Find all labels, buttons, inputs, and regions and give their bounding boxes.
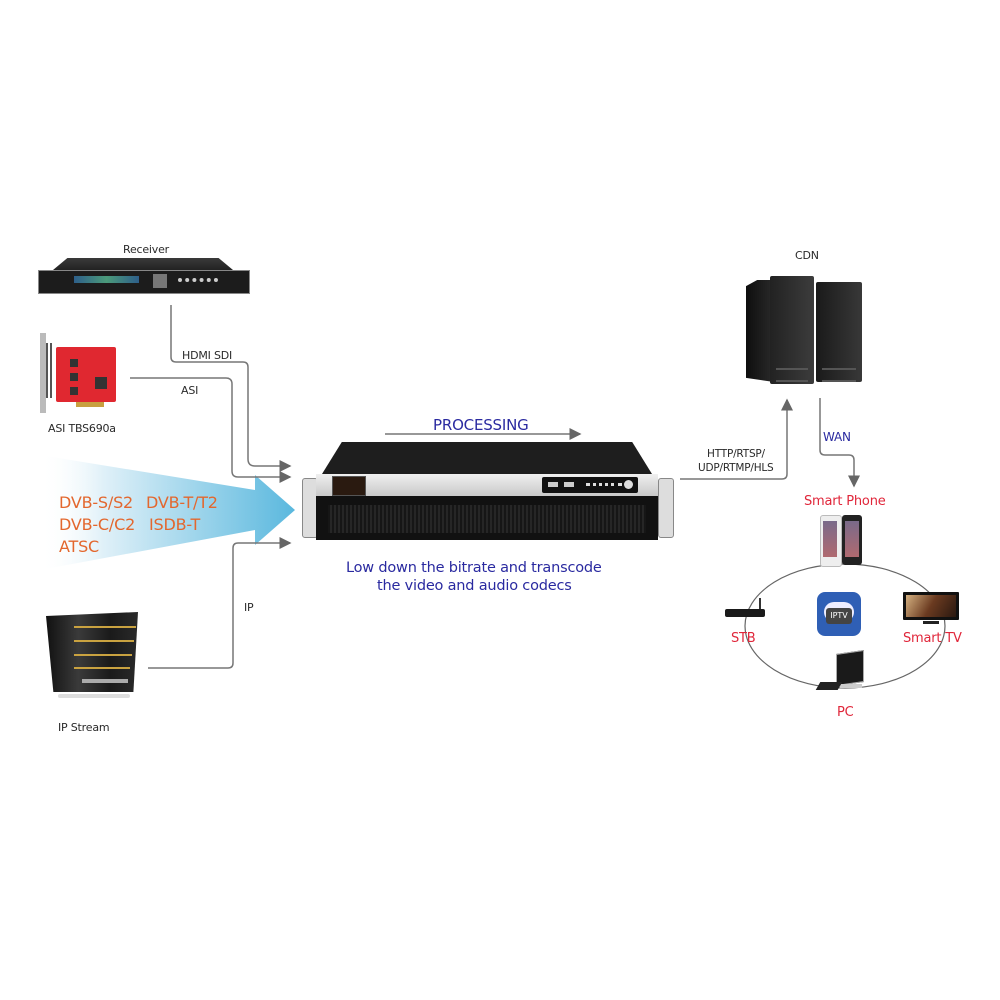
pc-device [815, 650, 864, 698]
hdmi-sdi-wire [170, 305, 292, 472]
standard-isdb-t: ISDB-T [149, 515, 201, 534]
iptv-app-icon: IPTV [817, 592, 861, 636]
broadcast-input-arrow [40, 455, 295, 570]
processing-title: PROCESSING [433, 416, 529, 434]
standard-dvb-s: DVB-S/S2 [59, 493, 134, 512]
protocols-line-2: UDP/RTMP/HLS [698, 462, 774, 474]
brand-logo [332, 476, 366, 496]
output-wire [680, 398, 793, 480]
wan-wire [819, 398, 860, 488]
receiver-device [38, 258, 250, 298]
ip-stream-label: IP Stream [58, 721, 110, 734]
standard-dvb-t: DVB-T/T2 [146, 493, 218, 512]
transcoder-device [302, 442, 674, 542]
smart-tv-label: Smart TV [903, 631, 962, 646]
standard-atsc: ATSC [59, 537, 100, 556]
asi-label: ASI [181, 384, 199, 397]
ip-wire [148, 537, 292, 669]
iptv-icon-text: IPTV [826, 608, 852, 624]
cdn-label: CDN [795, 249, 819, 262]
ip-stream-server [46, 612, 138, 702]
standard-dvb-c: DVB-C/C2 [59, 515, 136, 534]
smart-tv-device [903, 592, 961, 626]
caption-line-1: Low down the bitrate and transcode [346, 560, 602, 576]
stb-device [725, 598, 767, 620]
pc-label: PC [837, 705, 854, 720]
wan-label: WAN [823, 430, 851, 444]
smart-phone-device [820, 515, 864, 567]
asi-card-label: ASI TBS690a [48, 422, 116, 435]
stb-label: STB [731, 631, 756, 646]
ip-label: IP [244, 601, 254, 614]
asi-wire [130, 377, 292, 483]
asi-card-device [40, 333, 118, 413]
receiver-label: Receiver [123, 243, 169, 256]
power-button [624, 480, 633, 489]
caption-line-2: the video and audio codecs [377, 578, 572, 594]
smart-phone-label: Smart Phone [804, 494, 886, 509]
protocols-line-1: HTTP/RTSP/ [707, 448, 765, 460]
hdmi-sdi-label: HDMI SDI [182, 349, 233, 362]
cdn-servers [746, 272, 862, 390]
